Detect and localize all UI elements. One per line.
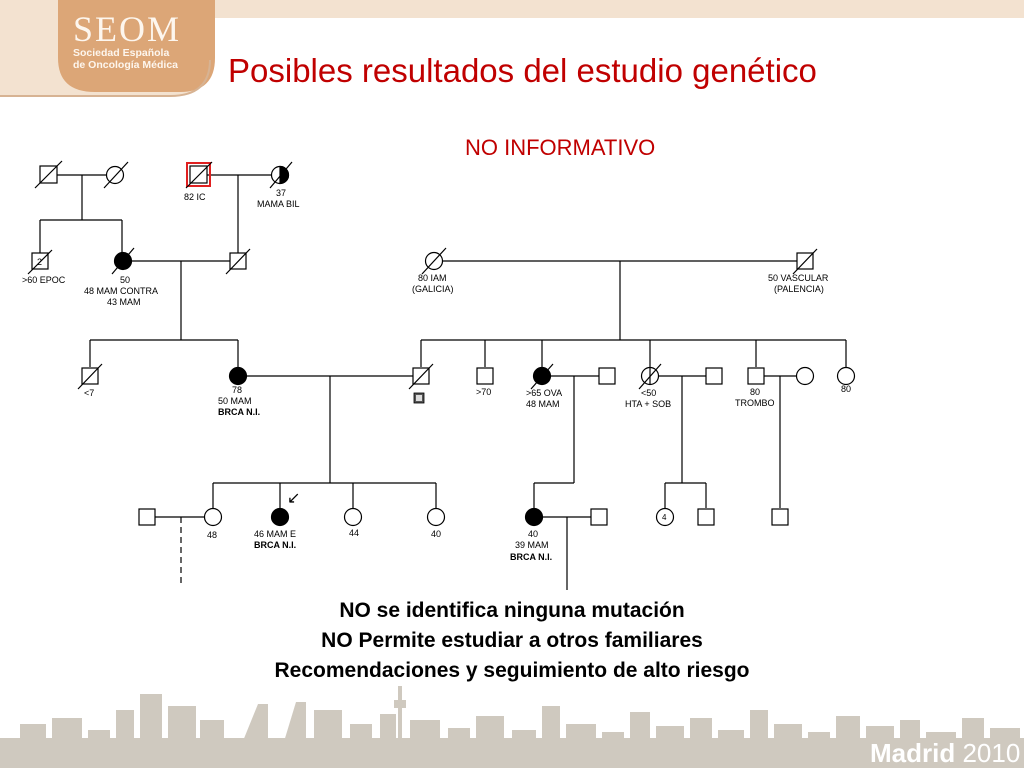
svg-text:48 MAM: 48 MAM xyxy=(526,399,560,409)
uncle2-spouse xyxy=(795,366,815,386)
logo-name: SEOM xyxy=(73,9,182,49)
svg-text:80: 80 xyxy=(841,384,851,394)
svg-text:40: 40 xyxy=(431,529,441,539)
svg-text:50: 50 xyxy=(120,275,130,285)
svg-text:39 MAM: 39 MAM xyxy=(515,540,549,550)
great-uncles-group xyxy=(31,252,49,270)
aunt-spouse xyxy=(598,367,616,385)
svg-text:50 MAM: 50 MAM xyxy=(218,396,252,406)
svg-text:>60 EPOC: >60 EPOC xyxy=(22,275,66,285)
maternal-grandfather-deceased xyxy=(189,165,208,184)
svg-text:44: 44 xyxy=(349,528,359,538)
svg-text:4: 4 xyxy=(662,513,667,522)
svg-text:48: 48 xyxy=(207,530,217,540)
mother-affected xyxy=(228,366,248,386)
svg-text:40: 40 xyxy=(528,529,538,539)
svg-text:TROMBO: TROMBO xyxy=(735,398,775,408)
slide-subtitle: NO INFORMATIVO xyxy=(465,135,656,160)
svg-text:80: 80 xyxy=(750,387,760,397)
cousin-affected xyxy=(524,507,544,527)
svg-text:(PALENCIA): (PALENCIA) xyxy=(774,284,824,294)
footer-event: Madrid 2010 xyxy=(870,738,1021,768)
svg-text:78: 78 xyxy=(232,385,242,395)
svg-text:46 MAM E: 46 MAM E xyxy=(254,529,296,539)
pedigree-diagram: 82 IC 37 MAMA BIL 2 >60 EPOC 50 48 MAM C… xyxy=(22,160,856,590)
sister-3 xyxy=(426,507,446,527)
svg-text:(GALICIA): (GALICIA) xyxy=(412,284,454,294)
paternal-aunt-2 xyxy=(836,366,856,386)
svg-text:80 IAM: 80 IAM xyxy=(418,273,447,283)
svg-text:<50: <50 xyxy=(641,388,656,398)
svg-text:>70: >70 xyxy=(476,387,491,397)
sister-2 xyxy=(343,507,363,527)
label: 82 IC xyxy=(184,192,206,202)
paternal-uncle xyxy=(476,367,494,385)
conclusions: NO se identifica ninguna mutación NO Per… xyxy=(0,596,1024,686)
header-band xyxy=(0,0,1024,97)
cousin-male-2 xyxy=(771,508,789,526)
sister1-spouse xyxy=(138,508,156,526)
proband-arrow: ↙ xyxy=(287,490,300,507)
conclusion-2: NO Permite estudiar a otros familiares xyxy=(321,629,703,652)
conclusion-3: Recomendaciones y seguimiento de alto ri… xyxy=(274,659,750,682)
svg-text:BRCA N.I.: BRCA N.I. xyxy=(254,540,296,550)
svg-text:<7: <7 xyxy=(84,388,94,398)
svg-text:MAMA BIL: MAMA BIL xyxy=(257,199,300,209)
cousins-group xyxy=(655,507,675,527)
svg-text:37: 37 xyxy=(276,188,286,198)
svg-text:43 MAM: 43 MAM xyxy=(107,297,141,307)
aunt2-spouse xyxy=(705,367,723,385)
logo-tagline: Sociedad Española de Oncología Médica xyxy=(73,47,179,71)
proband-affected xyxy=(270,507,290,527)
slide-title: Posibles resultados del estudio genético xyxy=(228,52,817,89)
svg-text:48 MAM CONTRA: 48 MAM CONTRA xyxy=(84,286,158,296)
paternal-uncle-2 xyxy=(747,367,765,385)
highlight-box xyxy=(186,162,211,187)
svg-text:BRCA N.I.: BRCA N.I. xyxy=(218,407,260,417)
svg-text:>65 OVA: >65 OVA xyxy=(526,388,562,398)
svg-text:HTA + SOB: HTA + SOB xyxy=(625,399,671,409)
svg-text:50 VASCULAR: 50 VASCULAR xyxy=(768,273,829,283)
city-skyline xyxy=(0,686,1024,768)
sister-1 xyxy=(203,507,223,527)
conclusion-1: NO se identifica ninguna mutación xyxy=(339,599,685,622)
cousin-spouse xyxy=(590,508,608,526)
logo-panel xyxy=(58,0,215,92)
svg-text:BRCA N.I.: BRCA N.I. xyxy=(510,552,552,562)
cousin-male xyxy=(697,508,715,526)
